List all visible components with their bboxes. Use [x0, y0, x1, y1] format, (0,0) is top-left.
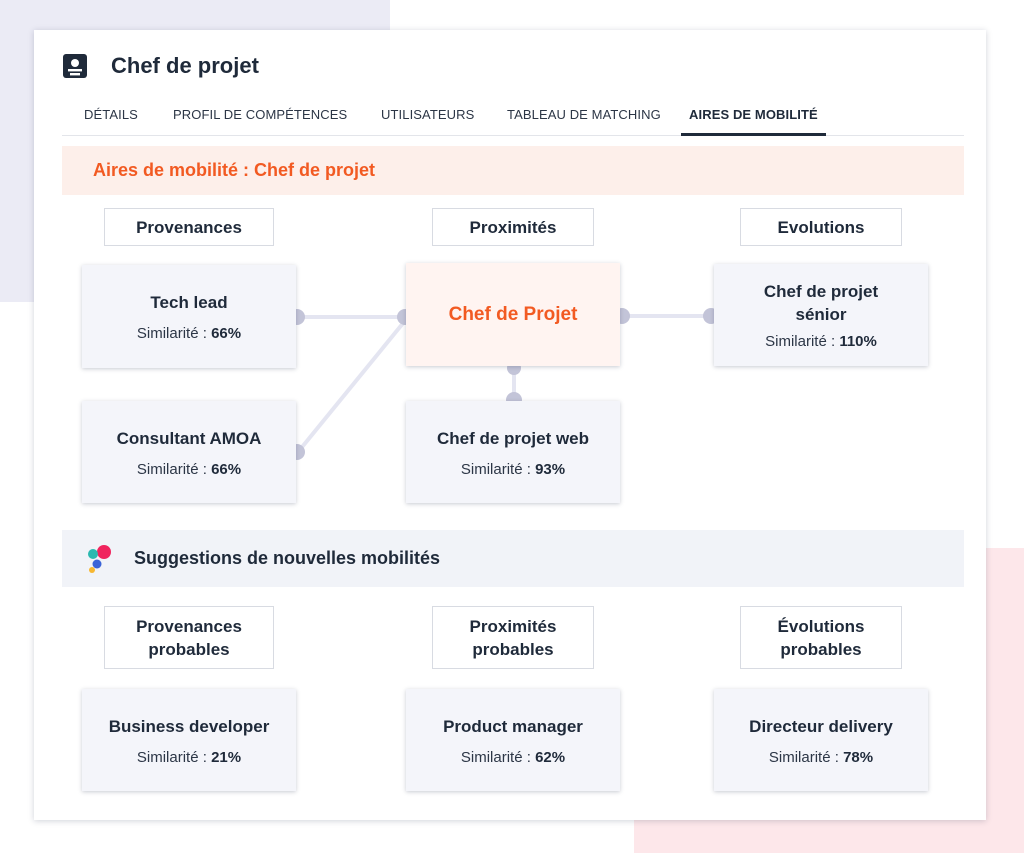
mobility-node-center[interactable]: Chef de Projet	[406, 263, 620, 366]
tab-aires-mobilite[interactable]: AIRES DE MOBILITÉ	[681, 107, 826, 136]
column-label-proximites: Proximités	[432, 208, 594, 246]
node-similarity: Similarité : 110%	[765, 333, 877, 350]
node-name: Directeur delivery	[749, 716, 893, 736]
node-similarity: Similarité : 62%	[460, 748, 566, 766]
node-name: Consultant AMOA	[116, 428, 262, 448]
node-name: Product manager	[443, 716, 583, 736]
column-label-evolutions-probables: Évolutions probables	[740, 606, 902, 669]
mobility-node-consultant-amoa[interactable]: Consultant AMOA Similarité : 66%	[82, 401, 296, 503]
mobility-node-chef-projet-web[interactable]: Chef de projet web Similarité : 93%	[406, 401, 620, 503]
node-similarity: Similarité : 66%	[136, 325, 242, 342]
suggestion-node-business-developer[interactable]: Business developer Similarité : 21%	[82, 689, 296, 791]
node-name: Tech lead	[150, 293, 228, 312]
mobility-node-tech-lead[interactable]: Tech lead Similarité : 66%	[82, 265, 296, 368]
mobility-banner: Aires de mobilité : Chef de projet	[62, 146, 964, 195]
column-label-provenances: Provenances	[104, 208, 274, 246]
node-name: Business developer	[108, 716, 270, 736]
page-title: Chef de projet	[111, 53, 259, 78]
job-card-icon	[63, 54, 87, 78]
suggestion-node-directeur-delivery[interactable]: Directeur delivery Similarité : 78%	[714, 689, 928, 791]
suggestions-banner: Suggestions de nouvelles mobilités	[62, 530, 964, 587]
column-label-evolutions: Evolutions	[740, 208, 902, 246]
tab-details[interactable]: DÉTAILS	[84, 107, 138, 122]
node-name: Chef de projet sénior	[763, 282, 879, 324]
node-similarity: Similarité : 21%	[136, 748, 242, 766]
suggestions-title: Suggestions de nouvelles mobilités	[134, 548, 441, 568]
node-name: Chef de projet web	[436, 428, 590, 448]
column-label-proximites-probables: Proximités probables	[432, 606, 594, 669]
node-similarity: Similarité : 66%	[136, 460, 242, 478]
column-label-provenances-probables: Provenances probables	[104, 606, 274, 669]
colored-dots-icon	[88, 544, 111, 573]
node-similarity: Similarité : 78%	[768, 748, 874, 766]
tab-tableau-matching[interactable]: TABLEAU DE MATCHING	[507, 107, 661, 122]
page-header: Chef de projet	[62, 52, 259, 80]
mobility-banner-title: Aires de mobilité : Chef de projet	[93, 160, 376, 180]
mobility-card: Chef de projet DÉTAILS PROFIL DE COMPÉTE…	[34, 30, 986, 820]
mobility-node-chef-projet-senior[interactable]: Chef de projet sénior Similarité : 110%	[714, 264, 928, 366]
node-similarity: Similarité : 93%	[460, 460, 566, 478]
suggestion-node-product-manager[interactable]: Product manager Similarité : 62%	[406, 689, 620, 791]
tab-profil-competences[interactable]: PROFIL DE COMPÉTENCES	[173, 107, 348, 122]
tab-bar: DÉTAILS PROFIL DE COMPÉTENCES UTILISATEU…	[62, 98, 964, 136]
node-name: Chef de Projet	[448, 304, 578, 325]
tab-utilisateurs[interactable]: UTILISATEURS	[381, 107, 475, 122]
